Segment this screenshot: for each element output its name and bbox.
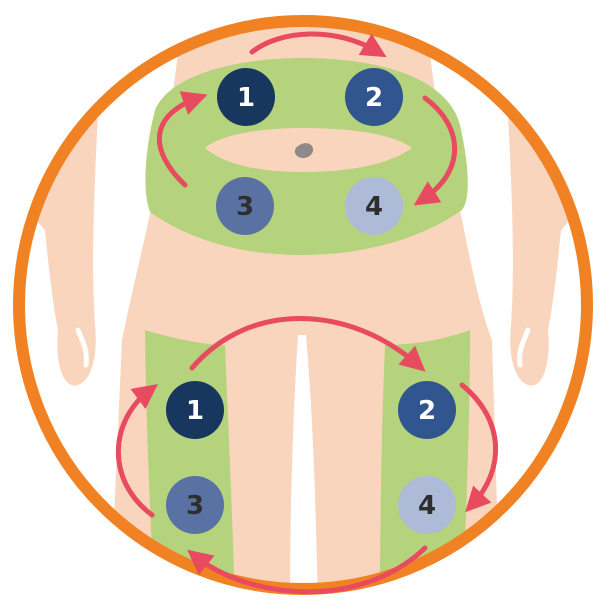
site-number: 4 [418,491,436,521]
site-number: 1 [237,83,255,113]
site-number: 2 [418,396,436,426]
site-number: 3 [186,491,204,521]
site-number: 4 [365,192,383,222]
thigh-site-4[interactable]: 4 [398,476,456,534]
site-number: 1 [186,396,204,426]
thigh-site-1[interactable]: 1 [166,381,224,439]
abdomen-site-4[interactable]: 4 [345,177,403,235]
abdomen-site-1[interactable]: 1 [217,68,275,126]
site-number: 3 [236,192,254,222]
site-number: 2 [365,83,383,113]
abdomen-site-2[interactable]: 2 [345,68,403,126]
abdomen-site-3[interactable]: 3 [216,177,274,235]
thigh-site-3[interactable]: 3 [166,476,224,534]
thigh-site-2[interactable]: 2 [398,381,456,439]
